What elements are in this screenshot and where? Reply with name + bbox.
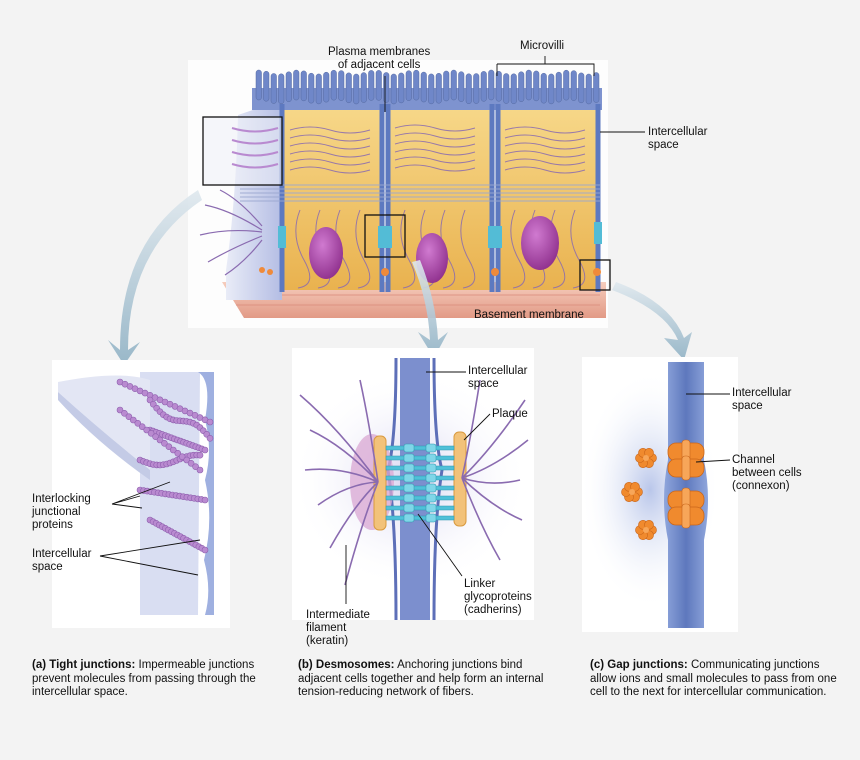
pointer-arrows [108, 190, 692, 365]
caption-a-text: Impermeable junctions prevent molecules … [32, 659, 256, 698]
caption-a-title: Tight junctions: [49, 659, 136, 671]
label-basement-membrane: Basement membrane [474, 309, 584, 321]
panel-a-callouts [99, 481, 201, 576]
caption-a-prefix: (a) [32, 659, 47, 671]
caption-c-text: Communicating junctions allow ions and s… [590, 659, 837, 698]
top-callout-lines [384, 56, 645, 133]
left-fiber-tuft [199, 189, 263, 276]
caption-gap-junctions: (c) Gap junctions: Communicating junctio… [590, 659, 840, 700]
basement-membrane [222, 282, 606, 318]
caption-c-prefix: (c) [590, 659, 605, 671]
caption-b-title: Desmosomes: [315, 659, 395, 671]
caption-b-text: Anchoring junctions bind adjacent cells … [298, 659, 544, 698]
tight-junction-inset-mini [231, 127, 279, 169]
connexon-channels [621, 439, 705, 541]
label-microvilli: Microvilli [520, 40, 565, 52]
junction-markers [259, 222, 602, 276]
caption-b-prefix: (b) [298, 659, 313, 671]
linker-glycoproteins [385, 443, 455, 523]
nuclei [309, 216, 559, 283]
caption-tight-junctions: (a) Tight junctions: Impermeable junctio… [32, 659, 272, 700]
terminal-web [240, 184, 600, 202]
caption-c-title: Gap junctions: [607, 659, 688, 671]
panel-b-callouts [345, 371, 491, 604]
junctional-protein-strands [116, 378, 214, 554]
focus-boxes [202, 116, 611, 291]
keratin-filaments [299, 379, 529, 586]
caption-desmosomes: (b) Desmosomes: Anchoring junctions bind… [298, 659, 550, 700]
label-plaque: Plaque [492, 408, 528, 420]
plasma-membranes [279, 104, 601, 292]
microvilli [255, 69, 600, 105]
panel-c-callouts [686, 393, 731, 463]
